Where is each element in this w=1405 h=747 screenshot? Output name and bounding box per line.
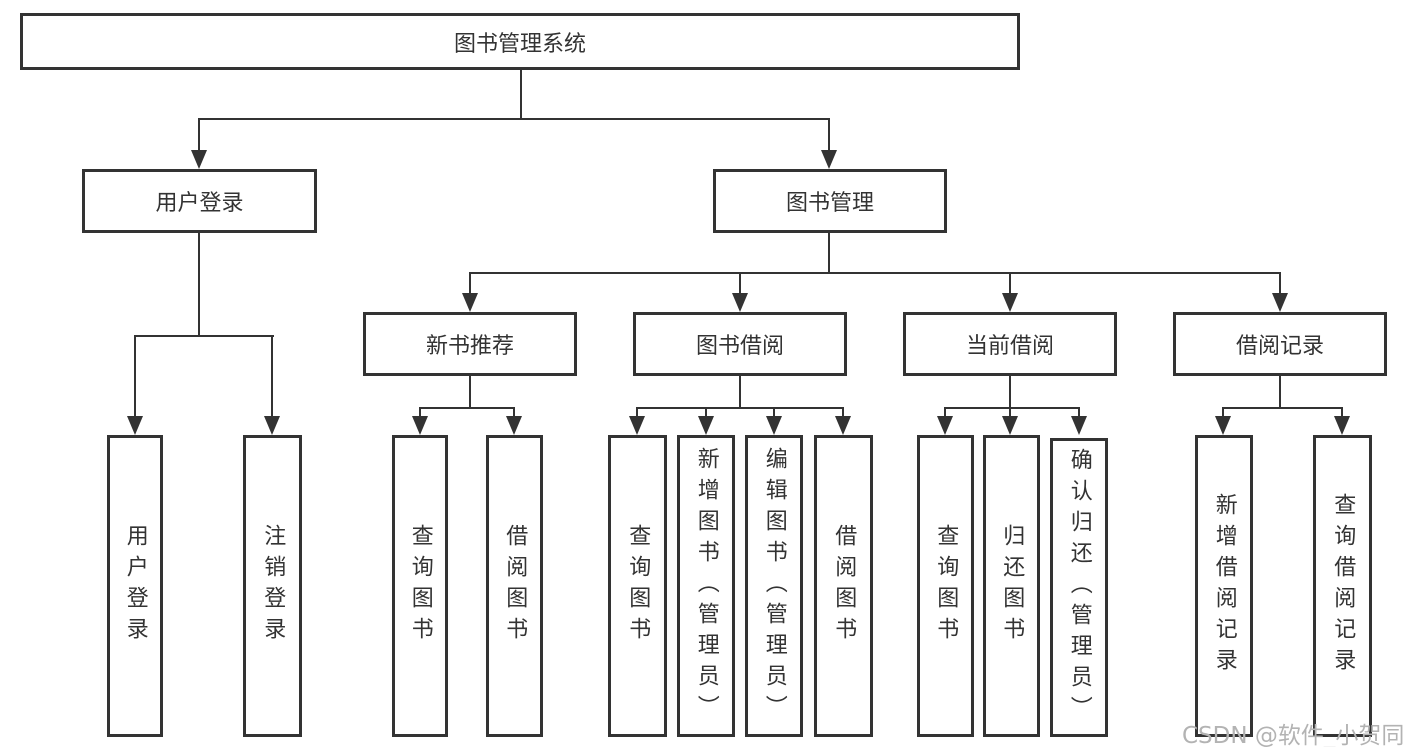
leaf-logout: 注销登录	[243, 435, 302, 737]
arrow-down-icon	[191, 150, 207, 169]
leaf-user-login: 用户登录	[107, 435, 163, 737]
arrow-down-icon	[1272, 293, 1288, 312]
arrow-down-icon	[1215, 416, 1231, 435]
arrow-down-icon	[1002, 293, 1018, 312]
leaf-label: 查询借阅记录	[1330, 493, 1356, 679]
leaf-query-books-1: 查询图书	[392, 435, 448, 737]
connector-stem	[739, 376, 741, 409]
arrow-down-icon	[937, 416, 953, 435]
node-library-system: 图书管理系统	[20, 13, 1020, 70]
connector-to-leaf	[271, 335, 273, 417]
node-current-borrow: 当前借阅	[903, 312, 1117, 376]
arrow-down-icon	[629, 416, 645, 435]
leaf-label: 查询图书	[933, 524, 959, 648]
arrow-down-icon	[1071, 416, 1087, 435]
arrow-down-icon	[462, 293, 478, 312]
leaf-label: 编辑图书（管理员）	[761, 446, 787, 726]
node-new-book-recommend: 新书推荐	[363, 312, 577, 376]
connector-stem	[1279, 376, 1281, 409]
connector-to-level3	[1279, 272, 1281, 294]
leaf-label: 新增图书（管理员）	[693, 446, 719, 726]
leaf-label: 查询图书	[625, 524, 651, 648]
connector-to-leaf	[944, 407, 946, 418]
connector-to-leaf	[1078, 407, 1080, 418]
connector-horizontal	[419, 407, 515, 409]
connector-horizontal	[1222, 407, 1343, 409]
connector-to-leaf	[513, 407, 515, 418]
leaf-label: 确认归还（管理员）	[1066, 448, 1092, 727]
node-book-borrow: 图书借阅	[633, 312, 847, 376]
connector-root-stem	[520, 70, 522, 118]
leaf-query-borrow-record: 查询借阅记录	[1313, 435, 1372, 737]
arrow-down-icon	[264, 416, 280, 435]
arrow-down-icon	[412, 416, 428, 435]
connector-to-level3	[469, 272, 471, 294]
arrow-down-icon	[1334, 416, 1350, 435]
connector-to-leaf	[1009, 407, 1011, 418]
arrow-down-icon	[821, 150, 837, 169]
connector-to-leaf	[705, 407, 707, 418]
connector-to-leaf	[134, 335, 136, 417]
connector-user-login-stem	[198, 233, 200, 336]
connector-to-leaf	[636, 407, 638, 418]
leaf-add-borrow-record: 新增借阅记录	[1195, 435, 1253, 737]
connector-horizontal	[636, 407, 844, 409]
connector-to-leaf	[773, 407, 775, 418]
leaf-label: 注销登录	[260, 524, 286, 648]
leaf-return-book: 归还图书	[983, 435, 1040, 737]
leaf-borrow-books-1: 借阅图书	[486, 435, 543, 737]
arrow-down-icon	[506, 416, 522, 435]
arrow-down-icon	[835, 416, 851, 435]
connector-to-level3	[739, 272, 741, 294]
arrow-down-icon	[766, 416, 782, 435]
leaf-label: 借阅图书	[831, 524, 857, 648]
node-label: 新书推荐	[425, 334, 514, 359]
leaf-label: 借阅图书	[502, 524, 528, 648]
leaf-label: 查询图书	[407, 524, 433, 648]
leaf-query-books-2: 查询图书	[608, 435, 667, 737]
connector-to-level3	[1009, 272, 1011, 294]
connector-to-leaf	[842, 407, 844, 418]
node-label: 用户登录	[155, 191, 244, 216]
node-label: 借阅记录	[1235, 334, 1324, 359]
connector-to-leaf	[1222, 407, 1224, 418]
arrow-down-icon	[732, 293, 748, 312]
leaf-add-book-admin: 新增图书（管理员）	[677, 435, 735, 737]
arrow-down-icon	[1002, 416, 1018, 435]
connector-to-leaf	[419, 407, 421, 418]
csdn-watermark: CSDN @软件_小贺同学	[1182, 723, 1405, 747]
leaf-query-books-3: 查询图书	[917, 435, 974, 737]
node-label: 图书管理	[785, 191, 874, 216]
node-label: 图书借阅	[695, 334, 784, 359]
connector-to-leaf	[1341, 407, 1343, 418]
leaf-borrow-books-2: 借阅图书	[814, 435, 873, 737]
leaf-label: 用户登录	[122, 524, 148, 648]
connector-book-mgmt-stem	[828, 233, 830, 274]
connector-to-user-login	[198, 118, 200, 152]
connector-book-mgmt-horizontal	[469, 272, 1281, 274]
connector-horizontal	[944, 407, 1080, 409]
arrow-down-icon	[698, 416, 714, 435]
node-label: 图书管理系统	[453, 31, 586, 57]
connector-user-login-horizontal	[134, 335, 274, 337]
node-borrow-records: 借阅记录	[1173, 312, 1387, 376]
leaf-label: 归还图书	[999, 524, 1025, 648]
connector-root-horizontal	[198, 118, 830, 120]
connector-to-book-management	[828, 118, 830, 152]
leaf-label: 新增借阅记录	[1211, 493, 1237, 679]
node-label: 当前借阅	[965, 334, 1054, 359]
leaf-confirm-return-admin: 确认归还（管理员）	[1050, 438, 1108, 737]
node-book-management: 图书管理	[713, 169, 947, 233]
connector-stem	[469, 376, 471, 409]
connector-stem	[1009, 376, 1011, 409]
arrow-down-icon	[127, 416, 143, 435]
node-user-login: 用户登录	[82, 169, 317, 233]
leaf-edit-book-admin: 编辑图书（管理员）	[745, 435, 803, 737]
